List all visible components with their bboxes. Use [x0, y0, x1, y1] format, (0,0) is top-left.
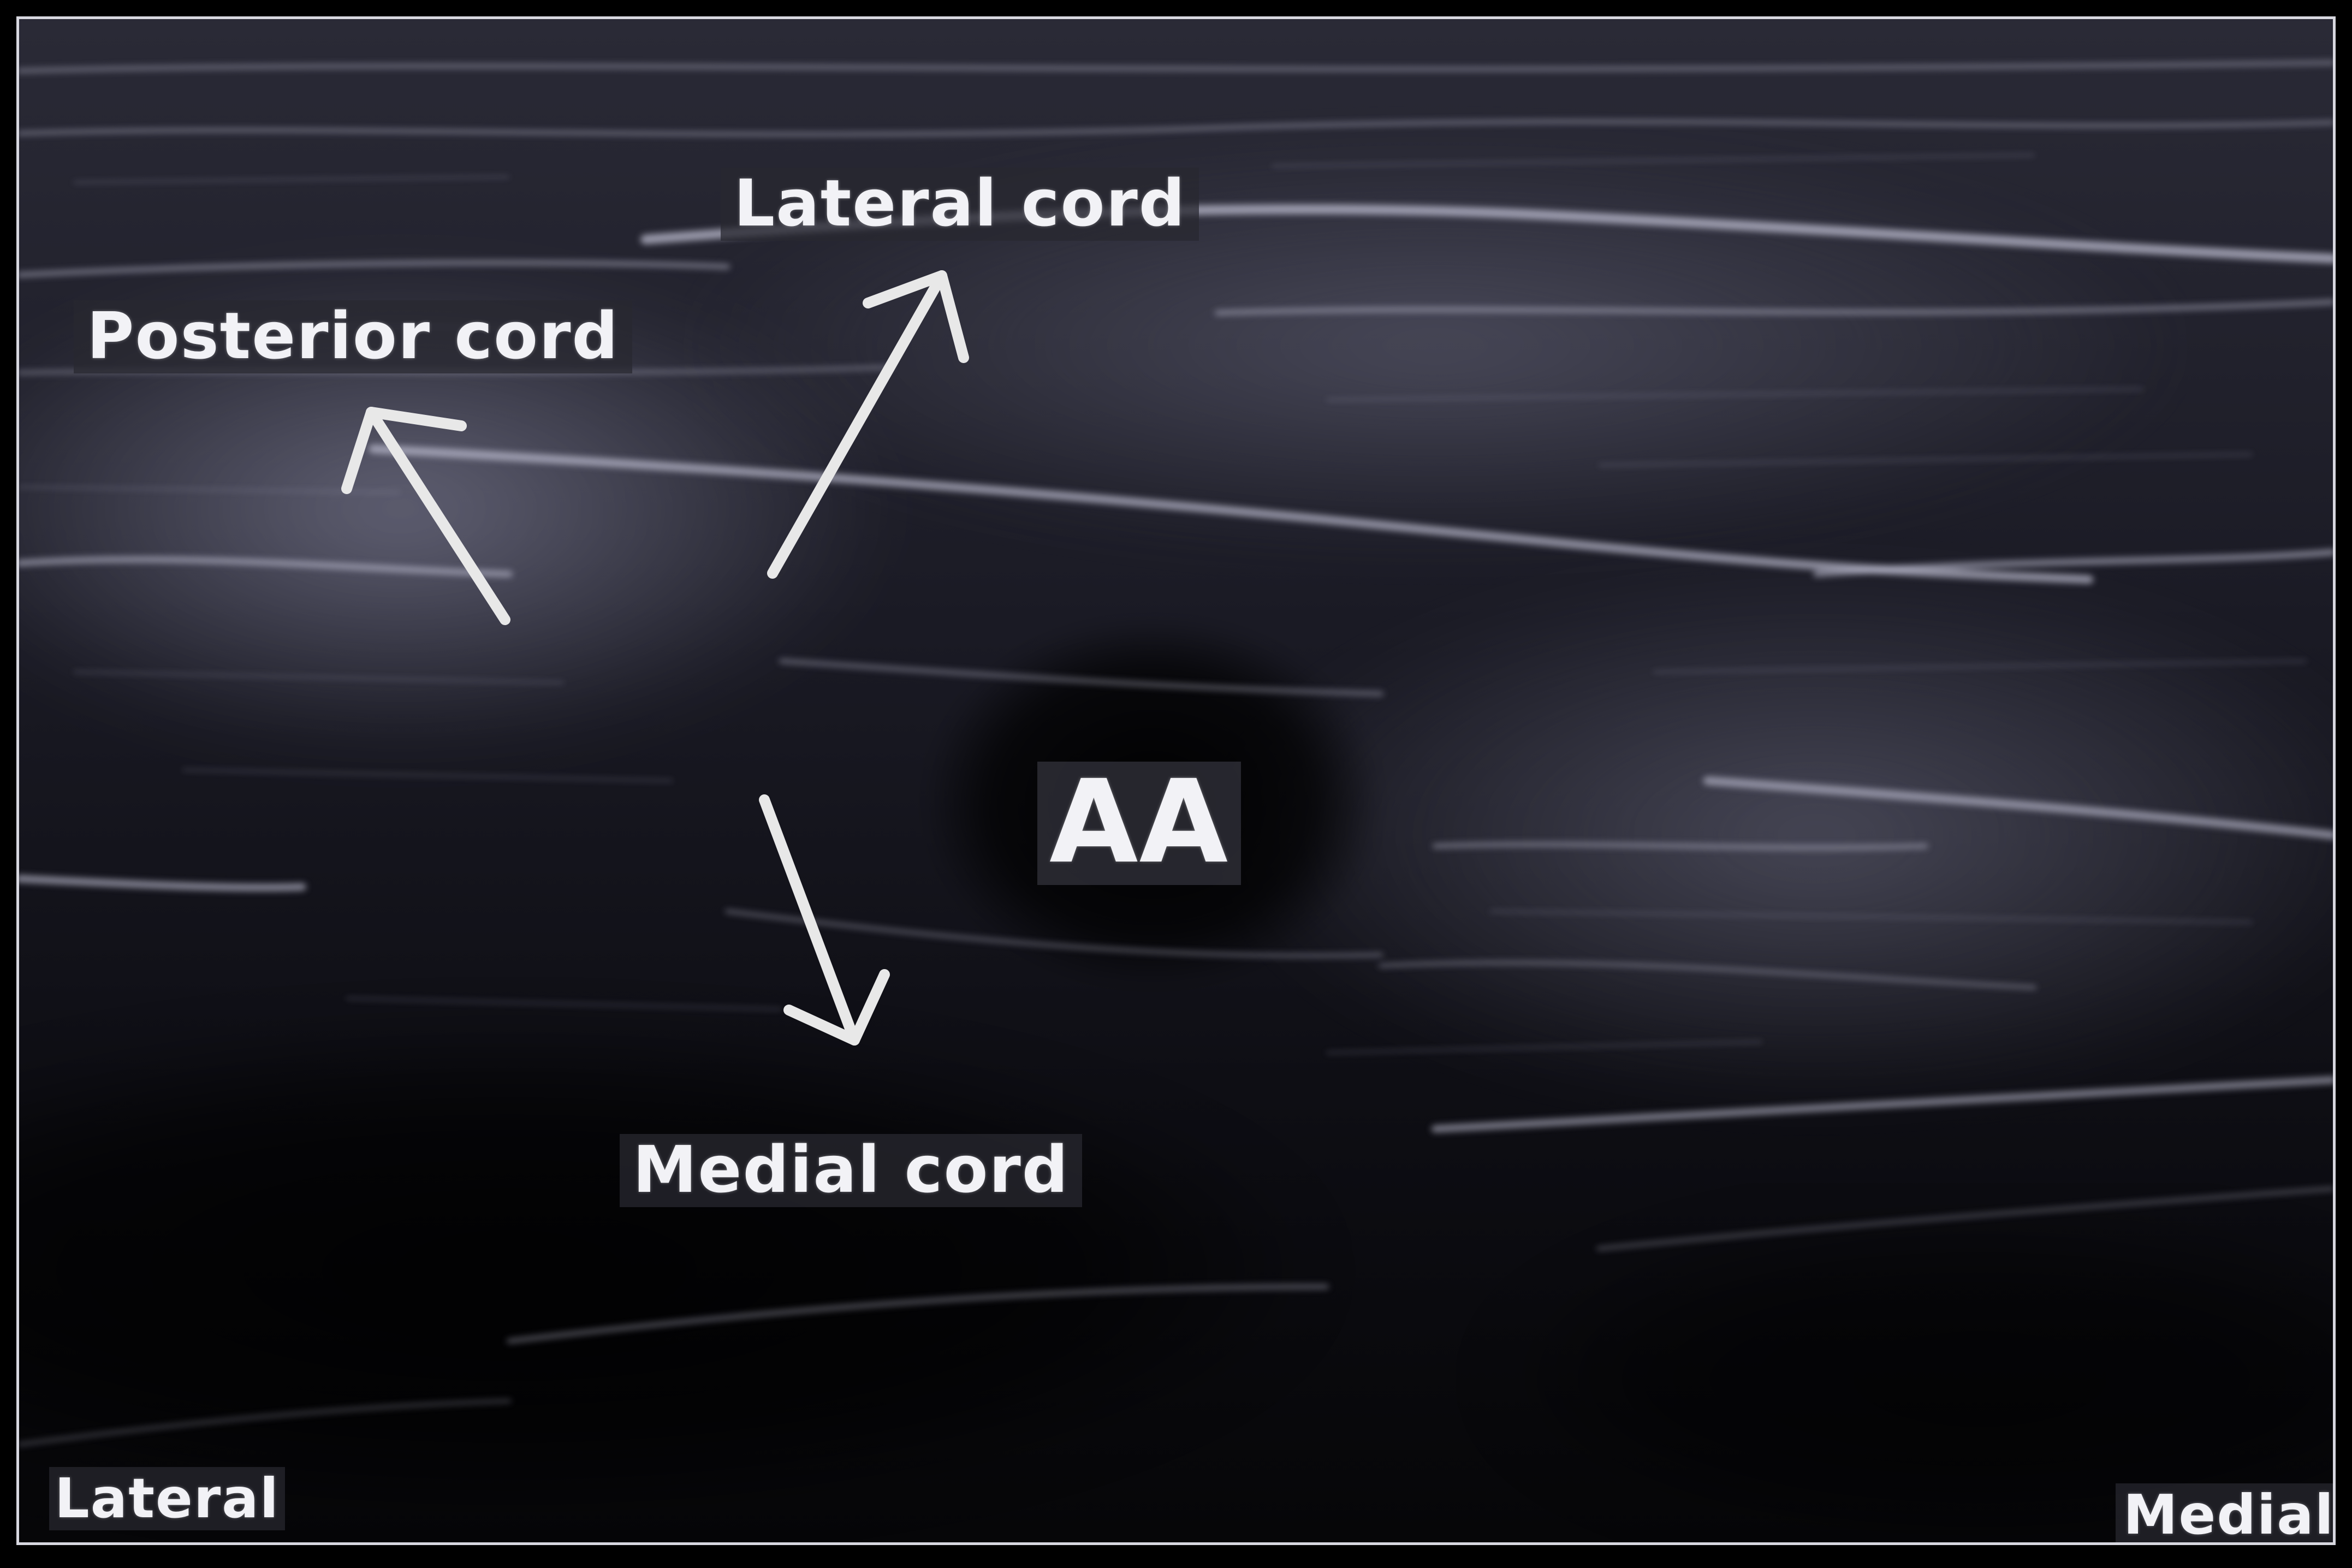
tissue-texture [19, 19, 2333, 1542]
lateral-cord-label: Lateral cord [721, 168, 1199, 241]
orientation-medial-label: Medial [2116, 1483, 2333, 1542]
annotation-arrows [341, 270, 969, 1046]
orientation-lateral-label: Lateral [49, 1467, 285, 1530]
arrow-down-icon [759, 794, 890, 1046]
medial-cord-label: Medial cord [620, 1134, 1083, 1207]
arrow-up-left-icon [341, 407, 510, 625]
posterior-cord-label: Posterior cord [74, 300, 632, 373]
arrow-up-right-icon [767, 270, 969, 579]
ultrasound-image: Lateral cord Posterior cord AA Medial co… [16, 16, 2336, 1545]
axillary-artery-label: AA [1037, 762, 1242, 885]
